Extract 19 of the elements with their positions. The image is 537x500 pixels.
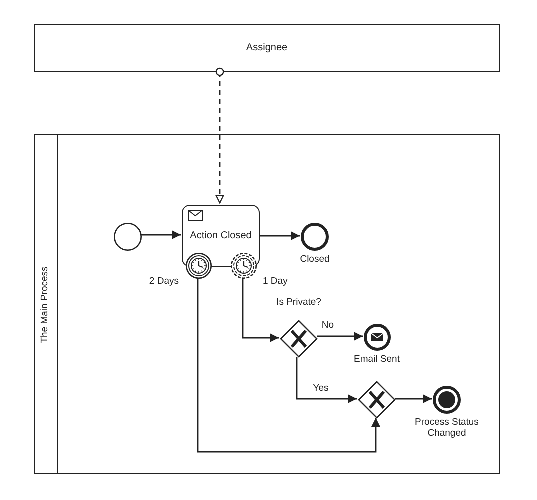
pool-box [34,24,500,72]
task-label: Action Closed [190,230,252,242]
event-label: 1 Day [263,277,288,288]
message-flow-arrow [216,68,224,204]
event-label: Is Private? [276,298,322,309]
pool-label: Assignee [246,42,288,54]
event-label: Email Sent [354,355,400,366]
sequence-flow-arrow [242,278,279,342]
event-label: Closed [300,255,330,266]
pool-label: The Main Process [40,266,52,344]
pool-box [34,134,500,474]
event-label: Process Status Changed [414,418,480,440]
sequence-flow-arrow [141,230,181,240]
sequence-flow-arrow [296,357,357,404]
event-label: 2 Days [149,277,179,288]
sequence-flow-arrow [259,232,300,240]
sequence-flow-arrow [317,332,363,341]
sequence-flow-arrow [395,394,432,404]
sequence-flow-arrow [197,278,380,453]
